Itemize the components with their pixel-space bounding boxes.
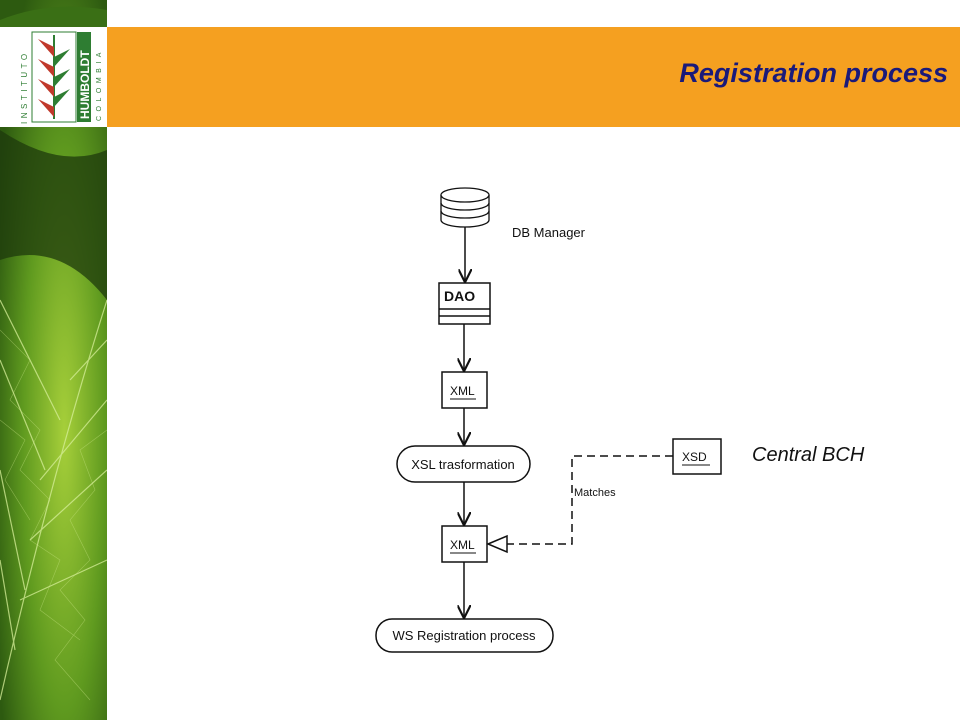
dao-box <box>438 282 491 325</box>
logo-text-left: INSTITUTO <box>20 50 29 124</box>
dao-label: DAO <box>444 288 475 304</box>
logo-text-main: HUMBOLDT <box>78 50 92 119</box>
xsd-label: XSD <box>682 450 707 464</box>
header-bar <box>107 27 960 127</box>
database-icon <box>440 187 490 228</box>
humboldt-logo: INSTITUTO HUMBOLDT COLOMBIA <box>0 27 107 127</box>
logo-text-right: COLOMBIA <box>96 48 103 121</box>
matches-arrowhead <box>486 534 508 554</box>
ws-label: WS Registration process <box>392 628 536 643</box>
central-bch-label: Central BCH <box>752 444 865 466</box>
matches-dependency <box>507 455 673 545</box>
ws-registration-node <box>375 618 554 653</box>
matches-label: Matches <box>574 487 616 499</box>
xml1-box <box>441 371 488 409</box>
xml1-label: XML <box>450 384 475 398</box>
xsl-label: XSL trasformation <box>411 457 515 472</box>
xml2-label: XML <box>450 538 475 552</box>
db-manager-label: DB Manager <box>512 225 586 240</box>
heliconia-icon <box>38 35 70 119</box>
page-title: Registration process <box>679 58 948 88</box>
